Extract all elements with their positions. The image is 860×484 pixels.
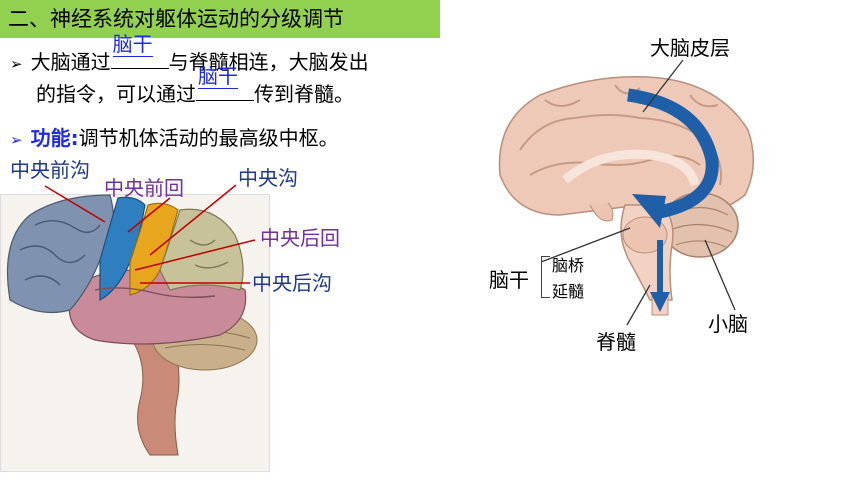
label-cerebellum: 小脑: [708, 312, 748, 336]
bullet-line-function: ➢ 功能:调节机体活动的最高级中枢。: [10, 124, 339, 154]
brainstem-bracket: [541, 256, 550, 298]
fill-answer: 脑干: [198, 64, 238, 89]
bullet-text: 的指令，可以通过: [36, 82, 196, 106]
sagittal-brain-illustration: [498, 59, 755, 326]
label-postcentral-gyrus: 中央后回: [260, 226, 340, 250]
function-text: 调节机体活动的最高级中枢。: [78, 126, 339, 150]
bullet-text: 与脊髓相连，大脑发出: [168, 50, 369, 74]
fill-blank: 脑干: [110, 32, 169, 69]
bullet-text: 传到脊髓。: [254, 82, 354, 106]
label-precentral-sulcus: 中央前沟: [10, 158, 90, 182]
bullet-line-1: ➢ 大脑通过脑干与脊髓相连，大脑发出: [10, 32, 369, 78]
title-bar: 二、神经系统对躯体运动的分级调节: [0, 0, 440, 38]
function-label: 功能:: [30, 126, 79, 150]
bullet-line-2: 的指令，可以通过脑干传到脊髓。: [36, 64, 354, 108]
label-precentral-gyrus: 中央前回: [104, 176, 184, 200]
label-pons: 脑桥: [552, 256, 585, 275]
label-medulla: 延髓: [552, 282, 585, 301]
fill-blank: 脑干: [196, 64, 254, 101]
fill-answer: 脑干: [112, 32, 153, 57]
label-spinal-cord: 脊髓: [596, 330, 636, 354]
bullet-arrow-icon: ➢: [10, 55, 23, 73]
label-postcentral-sulcus: 中央后沟: [252, 271, 332, 295]
label-cerebral-cortex: 大脑皮层: [650, 36, 730, 60]
bullet-text: 大脑通过: [30, 50, 111, 74]
label-brainstem: 脑干: [489, 268, 529, 292]
lateral-brain-illustration: [6, 184, 258, 456]
page-title: 二、神经系统对躯体运动的分级调节: [8, 7, 344, 31]
bullet-arrow-icon: ➢: [10, 131, 23, 149]
label-central-sulcus: 中央沟: [238, 166, 298, 190]
